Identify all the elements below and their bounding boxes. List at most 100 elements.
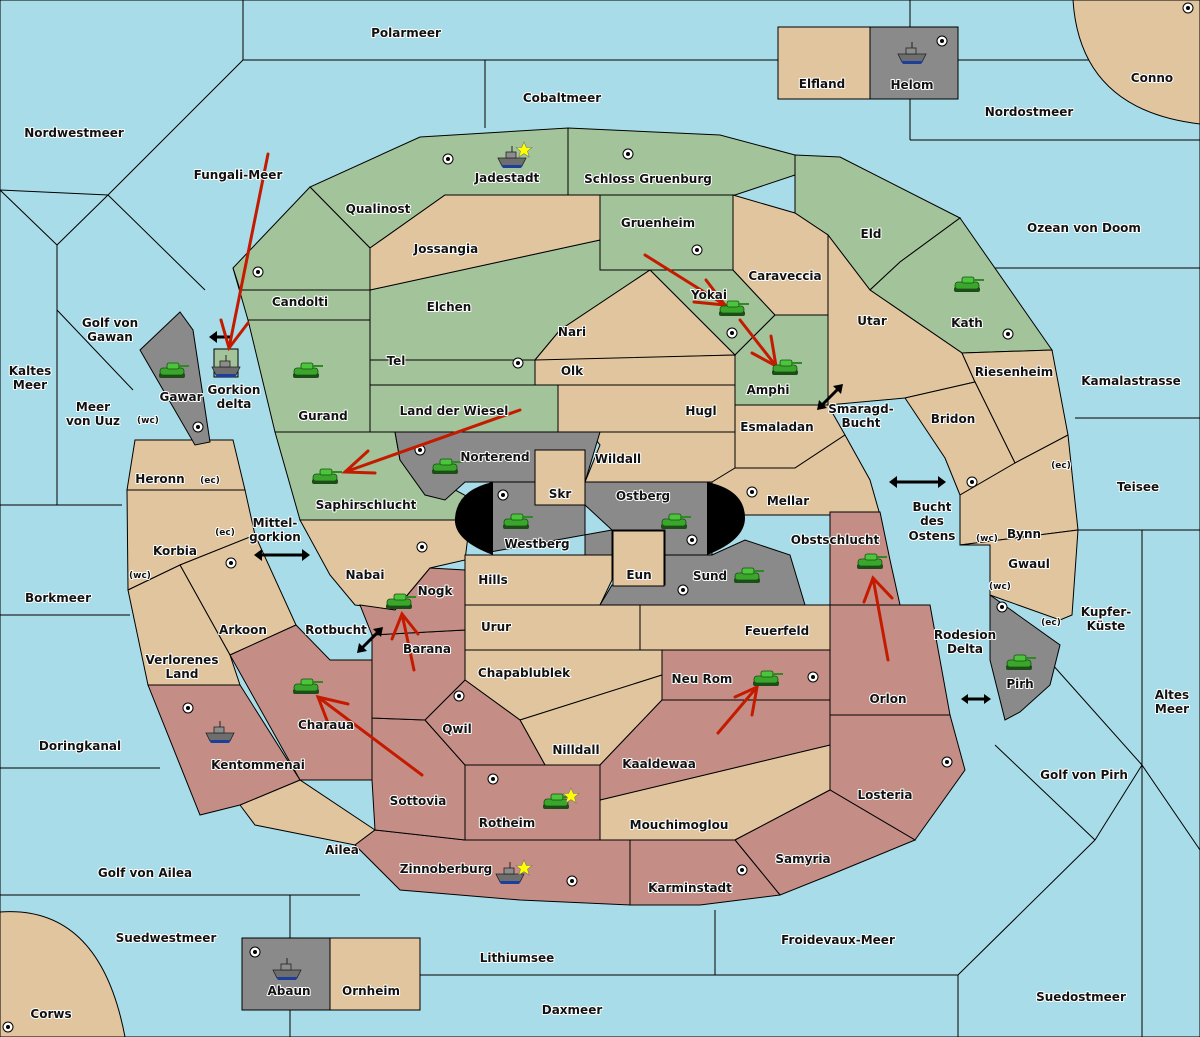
label-gruenheim: Gruenheim [621, 216, 695, 230]
label-conno: Conno [1131, 71, 1173, 85]
label-fungali-meer: Fungali-Meer [194, 168, 283, 182]
territory-elfland[interactable] [777, 26, 871, 100]
label-verlorenes-land: Verlorenes [146, 653, 219, 667]
territory-ornheim[interactable] [329, 937, 421, 1011]
supply-center-icon [182, 702, 194, 714]
label-jadestadt: Jadestadt [474, 171, 540, 185]
label-bucht-des-ostens-3: Ostens [909, 529, 956, 543]
supply-center-icon [677, 584, 689, 596]
territory-gruenheim[interactable] [599, 194, 734, 271]
order-arrow-wiesel-saphir [341, 408, 522, 475]
supply-center-icon [726, 327, 738, 339]
order-arrow-orlon-obstschlucht [862, 575, 894, 662]
supply-center-icon [996, 601, 1008, 613]
territory-eun[interactable] [612, 530, 665, 587]
supply-center-icon [1182, 2, 1194, 14]
label-tel: Tel [387, 354, 406, 368]
label-kaltes-meer: Kaltes [9, 364, 52, 378]
territory-conno[interactable] [1072, 0, 1200, 125]
label-nari: Nari [558, 325, 586, 339]
order-arrow-sottovia-charaua [315, 694, 424, 777]
label-gwaul-wc: (wc) [989, 582, 1011, 592]
label-sottovia: Sottovia [390, 794, 447, 808]
territory-jossangia[interactable] [369, 194, 601, 291]
label-rodesion-delta-2: Delta [947, 642, 983, 656]
supply-center-icon [746, 486, 758, 498]
territory-gawar[interactable] [139, 311, 211, 446]
label-zinnoberburg: Zinnoberburg [400, 862, 492, 876]
territory-kentommenai[interactable] [147, 684, 301, 816]
label-bridon: Bridon [931, 412, 976, 426]
label-elfland: Elfland [799, 77, 845, 91]
territory-losteria[interactable] [829, 714, 966, 841]
label-altes-meer-2: Meer [1155, 702, 1189, 716]
east-tunnel [707, 482, 745, 555]
label-kupfer-ec-top: (ec) [1051, 461, 1071, 471]
label-mittelgorkion-2: gorkion [249, 530, 301, 544]
label-eun: Eun [626, 568, 651, 582]
label-nordostmeer: Nordostmeer [985, 105, 1074, 119]
supply-center-icon [192, 421, 204, 433]
label-golf-von-ailea: Golf von Ailea [98, 866, 192, 880]
label-kath: Kath [951, 316, 983, 330]
supply-center-icon [736, 864, 748, 876]
order-arrow-gruenheim-yokai [643, 253, 729, 307]
supply-center-icon [487, 773, 499, 785]
territory-gwaul[interactable] [959, 529, 1079, 621]
territory-kaaldewaa[interactable] [599, 699, 831, 801]
order-arrow-barana-nogk [390, 611, 420, 672]
supply-center-icon [941, 756, 953, 768]
label-pirh: Pirh [1006, 677, 1033, 691]
territory-skr[interactable] [534, 449, 586, 506]
label-candolti: Candolti [272, 295, 328, 309]
double-arrow-icon [961, 694, 991, 704]
territory-corws[interactable] [0, 911, 126, 1037]
label-doringkanal: Doringkanal [39, 739, 121, 753]
label-esmaladan: Esmaladan [740, 420, 813, 434]
label-charaua: Charaua [298, 718, 354, 732]
supply-center-icon [442, 153, 454, 165]
label-korbia-wc: (wc) [129, 571, 151, 581]
territory-nogk[interactable] [359, 567, 466, 636]
label-westberg: Westberg [504, 537, 569, 551]
label-heronn: Heronn [135, 472, 184, 486]
label-sund: Sund [693, 569, 727, 583]
label-mittelgorkion: Mittel- [253, 516, 298, 530]
label-froidevaux-meer: Froidevaux-Meer [781, 933, 895, 947]
label-borkmeer: Borkmeer [25, 591, 91, 605]
label-barana: Barana [403, 642, 451, 656]
label-nogk: Nogk [418, 584, 454, 598]
label-qualinost: Qualinost [346, 202, 411, 216]
supply-center-icon [225, 557, 237, 569]
label-caraveccia: Caraveccia [748, 269, 821, 283]
label-corws: Corws [30, 1007, 71, 1021]
territory-norterend[interactable] [394, 431, 601, 501]
label-chapablublek: Chapablublek [478, 666, 571, 680]
label-eld: Eld [861, 227, 882, 241]
label-ornheim: Ornheim [342, 984, 400, 998]
double-arrow-icon [817, 384, 843, 410]
label-golf-von-gawan: Golf von [82, 316, 138, 330]
label-hills: Hills [478, 573, 508, 587]
territory-verlorenes-land[interactable] [127, 564, 241, 686]
label-jossangia: Jossangia [413, 242, 478, 256]
supply-center-icon [252, 266, 264, 278]
label-schloss-gruenburg: Schloss Gruenburg [584, 172, 712, 186]
order-arrow-kaaldewaa-neurom [716, 684, 759, 735]
label-altes-meer: Altes [1155, 688, 1189, 702]
label-karminstadt: Karminstadt [648, 881, 732, 895]
label-teisee: Teisee [1117, 480, 1159, 494]
label-ostberg: Ostberg [616, 489, 670, 503]
label-urur: Urur [481, 620, 511, 634]
label-heronn-wc: (wc) [137, 416, 159, 426]
label-bynn-wc: (wc) [976, 534, 998, 544]
label-skr: Skr [549, 487, 572, 501]
label-nabai: Nabai [346, 568, 385, 582]
supply-center-icon [691, 244, 703, 256]
label-gurand: Gurand [298, 409, 348, 423]
double-arrow-icon [889, 476, 946, 488]
territory-bynn[interactable] [959, 434, 1079, 546]
label-kentommenai: Kentommenai [211, 758, 305, 772]
west-tunnel [454, 482, 493, 555]
